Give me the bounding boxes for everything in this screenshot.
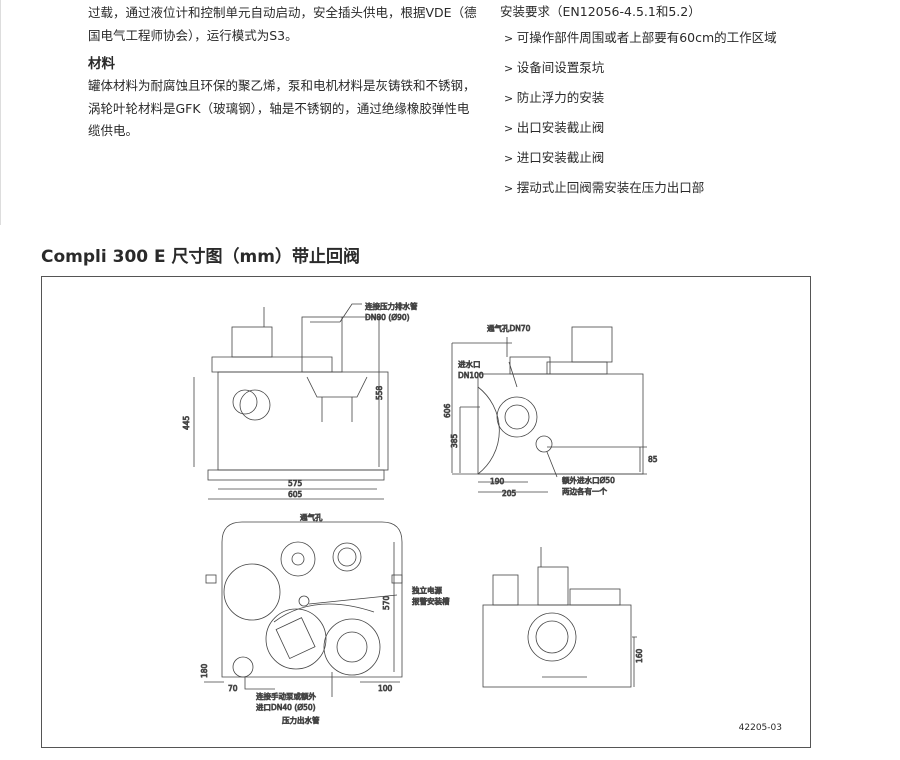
rear-view (482, 547, 637, 688)
materials-heading: 材料 (88, 56, 115, 72)
label-hand-pump-2: 进口DN40 (Ø50) (256, 703, 316, 712)
list-item: 进口安装截止阀 (504, 148, 820, 169)
figure-title: Compli 300 E 尺寸图（mm）带止回阀 (41, 247, 360, 267)
dim-606: 606 (443, 403, 452, 418)
page-edge (0, 0, 1, 225)
label-hand-pump: 连接手动泵或额外 (256, 691, 316, 701)
install-requirements: 安装要求（EN12056-4.5.1和5.2） 可操作部件周围或者上部要有60c… (500, 2, 820, 208)
dimension-drawing-frame: 连接压力排水管 DN80 (Ø90) 445 558 575 605 通气孔DN… (41, 276, 811, 748)
dim-570: 570 (382, 595, 391, 610)
label-vent-dn70: 通气孔DN70 (487, 323, 531, 333)
intro-paragraph: 过载，通过液位计和控制单元自动启动，安全插头供电，根据VDE（德国电气工程师协会… (88, 5, 477, 43)
dim-575: 575 (288, 479, 303, 488)
front-view (193, 303, 389, 500)
materials-paragraph: 罐体材料为耐腐蚀且环保的聚乙烯，泵和电机材料是灰铸铁和不锈钢，涡轮叶轮材料是GF… (88, 78, 476, 138)
list-item: 摆动式止回阀需安装在压力出口部 (504, 178, 820, 199)
dim-190: 190 (490, 477, 505, 486)
dim-385: 385 (450, 433, 459, 448)
label-inlet: 进水口 (458, 359, 481, 369)
side-view (451, 326, 647, 493)
top-view (204, 521, 403, 697)
list-item: 出口安装截止阀 (504, 118, 820, 139)
label-pressure-pipe: 连接压力排水管 (365, 301, 418, 311)
label-alarm: 独立电源 (412, 585, 442, 595)
list-item: 防止浮力的安装 (504, 88, 820, 109)
dim-445: 445 (182, 415, 191, 430)
dim-605: 605 (288, 490, 303, 499)
dim-205: 205 (502, 489, 517, 498)
label-alarm-2: 报警安装槽 (412, 596, 450, 606)
dim-100: 100 (378, 684, 393, 693)
dim-85: 85 (648, 455, 658, 464)
list-item: 可操作部件周围或者上部要有60cm的工作区域 (504, 28, 820, 49)
install-title: 安装要求（EN12056-4.5.1和5.2） (500, 4, 701, 19)
dimension-drawing: 连接压力排水管 DN80 (Ø90) 445 558 575 605 通气孔DN… (182, 301, 659, 726)
label-extra-inlet: 额外进水口Ø50 (562, 475, 615, 485)
label-vent: 通气孔 (300, 512, 323, 522)
label-inlet-dn: DN100 (458, 371, 484, 380)
dim-180: 180 (200, 663, 209, 678)
dim-558: 558 (375, 385, 384, 400)
dim-160: 160 (635, 648, 644, 663)
dim-70: 70 (228, 684, 238, 693)
intro-column: 过载，通过液位计和控制单元自动启动，安全插头供电，根据VDE（德国电气工程师协会… (88, 2, 478, 143)
list-item: 设备间设置泵坑 (504, 58, 820, 79)
label-outlet: 压力出水管 (282, 715, 320, 725)
label-extra-inlet-2: 两边各有一个 (562, 486, 607, 496)
label-pressure-pipe-dn: DN80 (Ø90) (365, 313, 410, 322)
drawing-code: 42205-03 (738, 723, 782, 733)
